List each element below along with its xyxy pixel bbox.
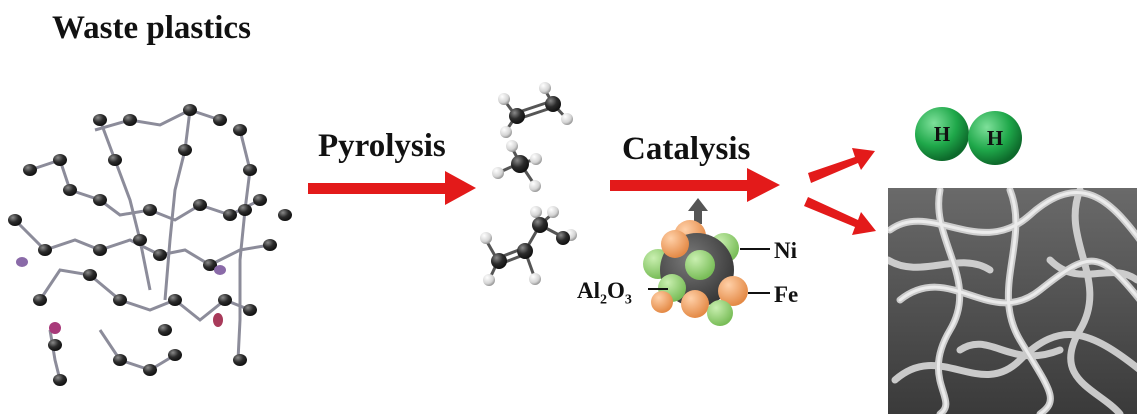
catalyst-input-arrow-icon <box>688 198 708 224</box>
step-pyrolysis-label: Pyrolysis <box>318 128 446 164</box>
step-catalysis-label: Catalysis <box>622 131 751 167</box>
polymer-heteroatoms <box>16 257 226 334</box>
title-waste-plastics: Waste plastics <box>52 10 251 46</box>
hydrogen-atom-2-label: H <box>987 126 1003 150</box>
carbon-nanotubes-sem-image <box>888 188 1137 414</box>
carbon-product-arrow <box>804 197 876 235</box>
catalyst-particle-icon <box>643 220 770 326</box>
ethylene-molecule-icon <box>498 82 573 138</box>
polymer-structure-icon <box>13 108 271 381</box>
catalyst-fe-label: Fe <box>774 282 799 307</box>
pyrolysis-arrow <box>308 171 476 205</box>
butadiene-molecule-icon <box>480 206 577 286</box>
catalyst-ni-label: Ni <box>774 238 797 263</box>
catalyst-support-label: Al2O3 <box>577 278 632 308</box>
methane-molecule-icon <box>492 140 542 192</box>
hydrogen-atom-1-label: H <box>934 122 950 146</box>
hydrogen-product-arrow <box>808 148 875 183</box>
polymer-atoms <box>8 104 292 386</box>
hydrogen-molecule-icon: H H <box>915 107 1022 165</box>
catalysis-arrow <box>610 168 780 202</box>
